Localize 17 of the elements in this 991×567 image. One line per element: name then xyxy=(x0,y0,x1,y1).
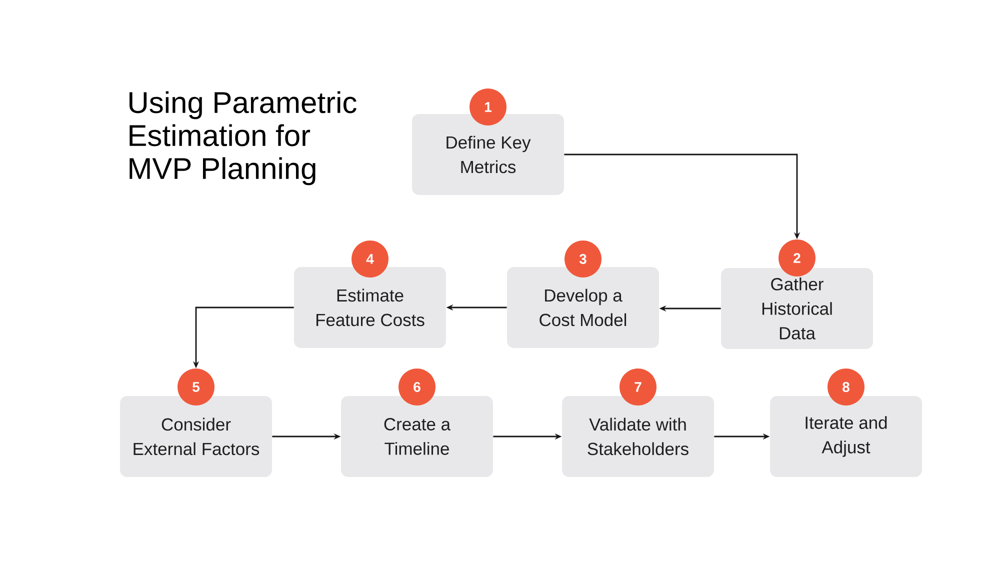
process-box: Develop a Cost Model xyxy=(507,267,659,348)
title: Using Parametric Estimation for MVP Planning xyxy=(130,91,356,186)
process-box: Create a Timeline xyxy=(341,396,493,477)
process-box: Consider External Factors xyxy=(120,396,272,477)
step-number-badge: 8 xyxy=(828,368,864,406)
process-box: Gather Historical Data xyxy=(721,268,873,349)
process-box: Validate with Stakeholders xyxy=(562,396,714,477)
step-number-badge: 4 xyxy=(352,240,388,278)
process-box: Iterate and Adjust xyxy=(770,396,922,477)
step-number-badge: 6 xyxy=(398,368,436,406)
process-box: Define Key Metrics xyxy=(412,114,564,195)
process-box: Estimate Feature Costs xyxy=(294,267,446,348)
step-number-badge: 7 xyxy=(620,368,656,406)
step-number-badge: 3 xyxy=(564,240,602,278)
step-number-badge: 1 xyxy=(470,88,506,126)
step-number-badge: 2 xyxy=(778,240,816,276)
step-number-badge: 5 xyxy=(178,368,214,406)
